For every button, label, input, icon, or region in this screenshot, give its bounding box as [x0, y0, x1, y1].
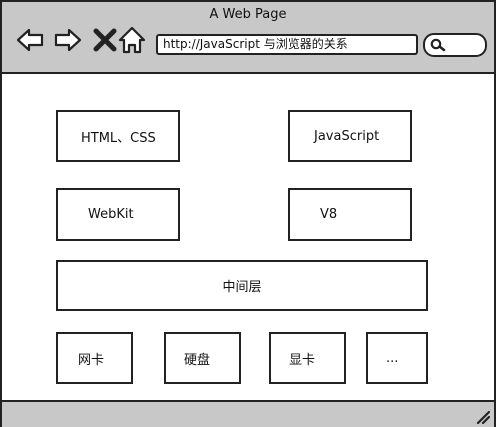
resize-grip-icon[interactable]: [474, 408, 490, 424]
javascript-box: JavaScript: [288, 110, 412, 162]
close-x-icon[interactable]: [91, 26, 119, 54]
back-arrow-icon[interactable]: [16, 26, 44, 54]
browser-toolbar: A Web Page http://JavaScript 与浏览器的关系: [2, 2, 494, 74]
hard-disk-box: 硬盘: [164, 332, 241, 384]
hard-disk-label: 硬盘: [184, 352, 211, 368]
webkit-label: WebKit: [88, 207, 134, 222]
webkit-box: WebKit: [56, 188, 180, 241]
middle-layer-label: 中间层: [222, 280, 262, 295]
page-content: HTML、CSS JavaScript WebKit V8 中间层 网卡 硬盘 …: [2, 74, 494, 400]
v8-box: V8: [288, 188, 412, 241]
status-bar: [2, 400, 494, 427]
graphics-card-box: 显卡: [269, 332, 346, 384]
network-card-label: 网卡: [78, 352, 105, 368]
more-box: ...: [366, 332, 428, 384]
graphics-card-label: 显卡: [289, 352, 316, 368]
forward-arrow-icon[interactable]: [54, 26, 82, 54]
home-icon[interactable]: [118, 26, 146, 54]
search-box[interactable]: [423, 33, 487, 57]
search-icon: [430, 38, 446, 52]
address-bar[interactable]: http://JavaScript 与浏览器的关系: [156, 34, 418, 55]
middle-layer-box: 中间层: [56, 260, 428, 311]
html-css-box: HTML、CSS: [56, 110, 180, 162]
window-title: A Web Page: [209, 7, 287, 22]
html-css-label: HTML、CSS: [81, 130, 156, 146]
javascript-label: JavaScript: [314, 128, 380, 144]
more-label: ...: [386, 350, 399, 366]
network-card-box: 网卡: [56, 332, 133, 384]
v8-label: V8: [320, 207, 338, 222]
